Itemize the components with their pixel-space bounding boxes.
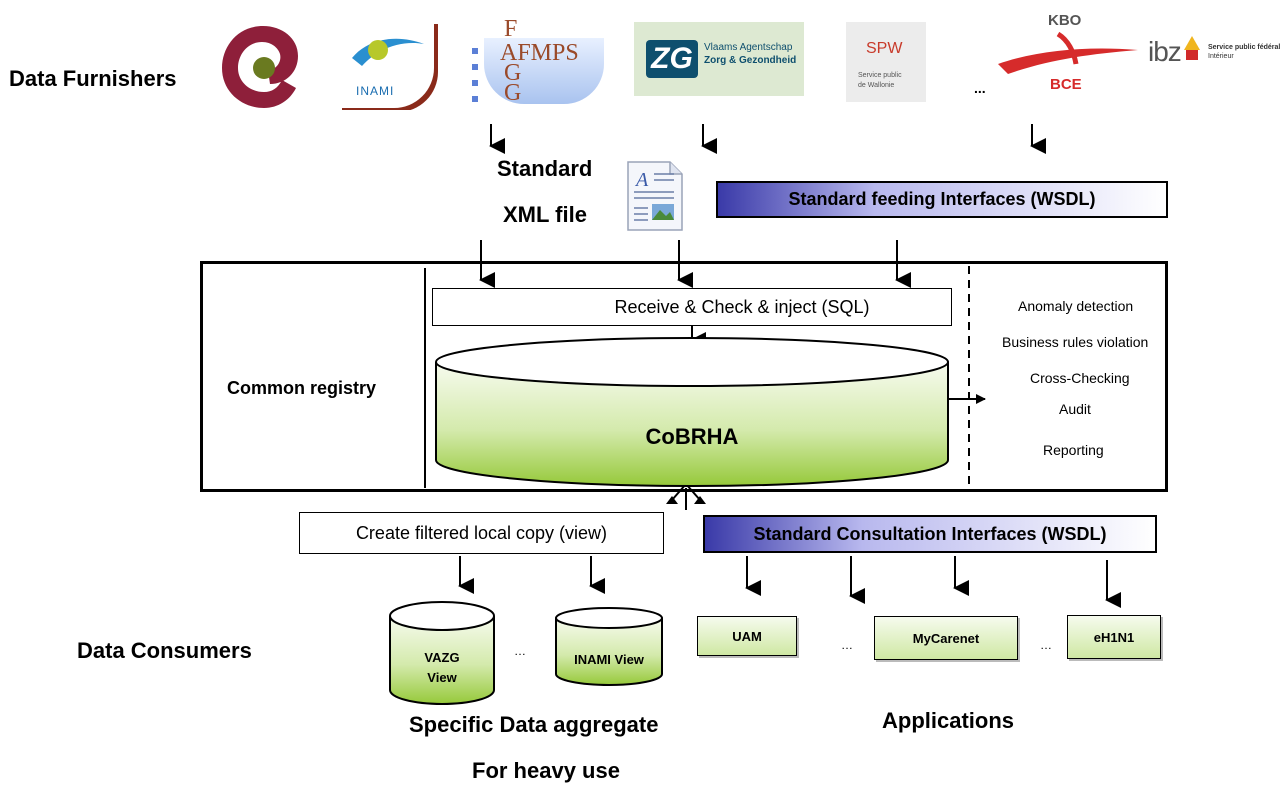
vazg-view-database: VAZG View (388, 600, 496, 706)
inami-logo: INAMI (338, 20, 448, 110)
views-ellipsis: … (514, 644, 526, 658)
check-audit: Audit (1059, 401, 1091, 417)
logos-ellipsis: ... (974, 80, 986, 96)
ibz-logo: ibz Service public fédéral Intérieur (1148, 36, 1281, 67)
common-registry-label: Common registry (227, 378, 377, 398)
receive-check-inject-box: Receive & Check & inject (SQL) (432, 288, 952, 326)
cobrha-label: CoBRHA (645, 424, 739, 449)
check-cross-checking: Cross-Checking (1030, 370, 1130, 386)
afmps-logo: F AFMPS G G (470, 18, 616, 106)
app-uam: UAM (697, 616, 797, 656)
apps-ellipsis-2: … (1040, 638, 1052, 652)
inami-view-database: INAMI View (554, 606, 664, 688)
cobrha-database: CoBRHA (434, 336, 950, 488)
consultation-interfaces-box: Standard Consultation Interfaces (WSDL) (703, 515, 1157, 553)
specific-aggregate-label-line1: Specific Data aggregate (409, 712, 659, 737)
data-consumers-label: Data Consumers (77, 638, 252, 663)
standard-xml-label-line1: Standard (497, 156, 593, 181)
applications-label: Applications (882, 708, 1015, 733)
data-furnishers-label: Data Furnishers (9, 66, 177, 91)
check-business-rules: Business rules violation (1002, 334, 1149, 350)
specific-aggregate-label-line2: For heavy use (472, 758, 620, 783)
consultation-interfaces-label: Standard Consultation Interfaces (WSDL) (753, 523, 1107, 544)
kbo-bce-logo: KBO BCE (998, 10, 1138, 100)
check-anomaly-detection: Anomaly detection (1018, 298, 1134, 314)
xml-document-icon: A (626, 160, 684, 232)
feeding-interfaces-label: Standard feeding Interfaces (WSDL) (788, 189, 1096, 209)
app-eh1n1: eH1N1 (1067, 615, 1161, 659)
spw-logo: SPW Service public de Wallonie (846, 22, 926, 102)
create-filtered-copy-label: Create filtered local copy (view) (355, 522, 608, 543)
receive-check-inject-label: Receive & Check & inject (SQL) (614, 296, 870, 317)
swirl-logo (218, 18, 308, 110)
zg-logo: ZG Vlaams Agentschap Zorg & Gezondheid (634, 22, 804, 96)
app-mycarenet: MyCarenet (874, 616, 1018, 660)
registry-container (200, 261, 1168, 492)
check-reporting: Reporting (1043, 442, 1104, 458)
apps-ellipsis-1: … (841, 638, 853, 652)
create-filtered-copy-box: Create filtered local copy (view) (299, 512, 664, 554)
standard-xml-label-line2: XML file (503, 202, 587, 227)
svg-text:A: A (634, 169, 649, 191)
feeding-interfaces-box: Standard feeding Interfaces (WSDL) (716, 181, 1168, 218)
